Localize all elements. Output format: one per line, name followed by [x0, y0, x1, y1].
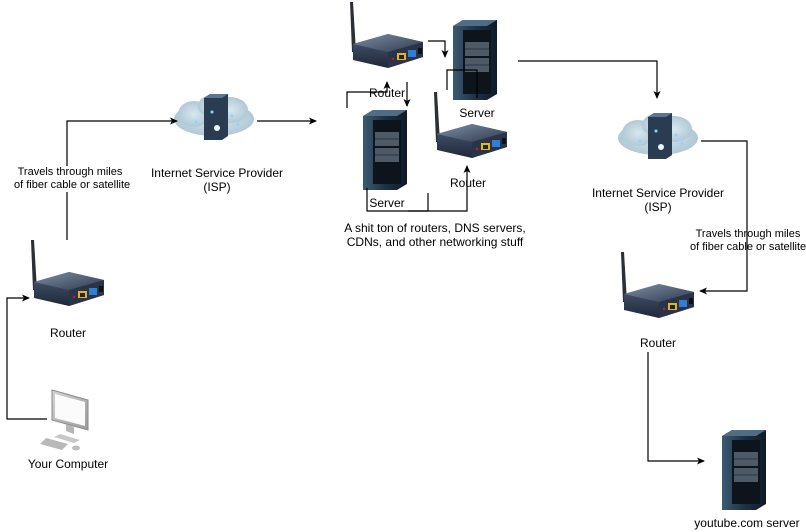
- isp-label-line: (ISP): [644, 200, 672, 214]
- router-icon: [434, 92, 507, 158]
- computer-label: Your Computer: [27, 457, 109, 471]
- isp-label: Internet Service Provider (ISP): [142, 166, 292, 194]
- edge-router-youtube: [647, 352, 705, 465]
- edge-router-isp: [66, 117, 178, 240]
- edge-label-line: Travels through miles: [695, 228, 801, 240]
- server-label: Server: [369, 196, 405, 210]
- computer-icon: [39, 389, 89, 451]
- group-caption: A shit ton of routers, DNS servers, CDNs…: [330, 221, 540, 249]
- server-icon: [721, 429, 767, 511]
- isp-cloud-icon: [174, 94, 254, 140]
- router-icon: [350, 2, 423, 68]
- edge-server-loop: [446, 69, 478, 98]
- server-icon: [362, 109, 408, 191]
- group-caption-line: CDNs, and other networking stuff: [346, 235, 524, 249]
- edge-label-line: of fiber cable or satellite: [690, 241, 806, 253]
- router-label: Router: [628, 336, 688, 350]
- edge-label-line: of fiber cable or satellite: [14, 179, 131, 191]
- edge-computer-router: [6, 294, 47, 420]
- edge-server-router: [366, 188, 429, 212]
- edge-label-line: Travels through miles: [17, 166, 123, 178]
- server-label: Server: [459, 106, 495, 120]
- youtube-server-label: youtube.com server: [694, 516, 800, 530]
- edge-server-isp: [518, 60, 661, 99]
- isp-cloud-icon: [618, 113, 698, 159]
- edge-to-router3: [408, 165, 471, 212]
- isp-label: Internet Service Provider (ISP): [583, 186, 733, 214]
- edge-isp-router: [699, 140, 748, 295]
- router-icon: [621, 252, 694, 318]
- edge-server-router-loop: [346, 81, 391, 108]
- router-icon: [31, 240, 104, 306]
- router-label: Router: [368, 86, 406, 100]
- isp-label-line: Internet Service Provider: [150, 166, 284, 180]
- edge-router-server: [428, 40, 449, 58]
- edge-label-fiber: Travels through miles of fiber cable or …: [14, 166, 131, 192]
- isp-label-line: Internet Service Provider: [591, 186, 725, 200]
- server-icon: [452, 19, 498, 101]
- isp-label-line: (ISP): [203, 180, 231, 194]
- edge-label-fiber: Travels through miles of fiber cable or …: [690, 228, 806, 254]
- router-label: Router: [449, 176, 487, 190]
- group-caption-line: A shit ton of routers, DNS servers,: [344, 221, 526, 235]
- router-label: Router: [49, 326, 87, 340]
